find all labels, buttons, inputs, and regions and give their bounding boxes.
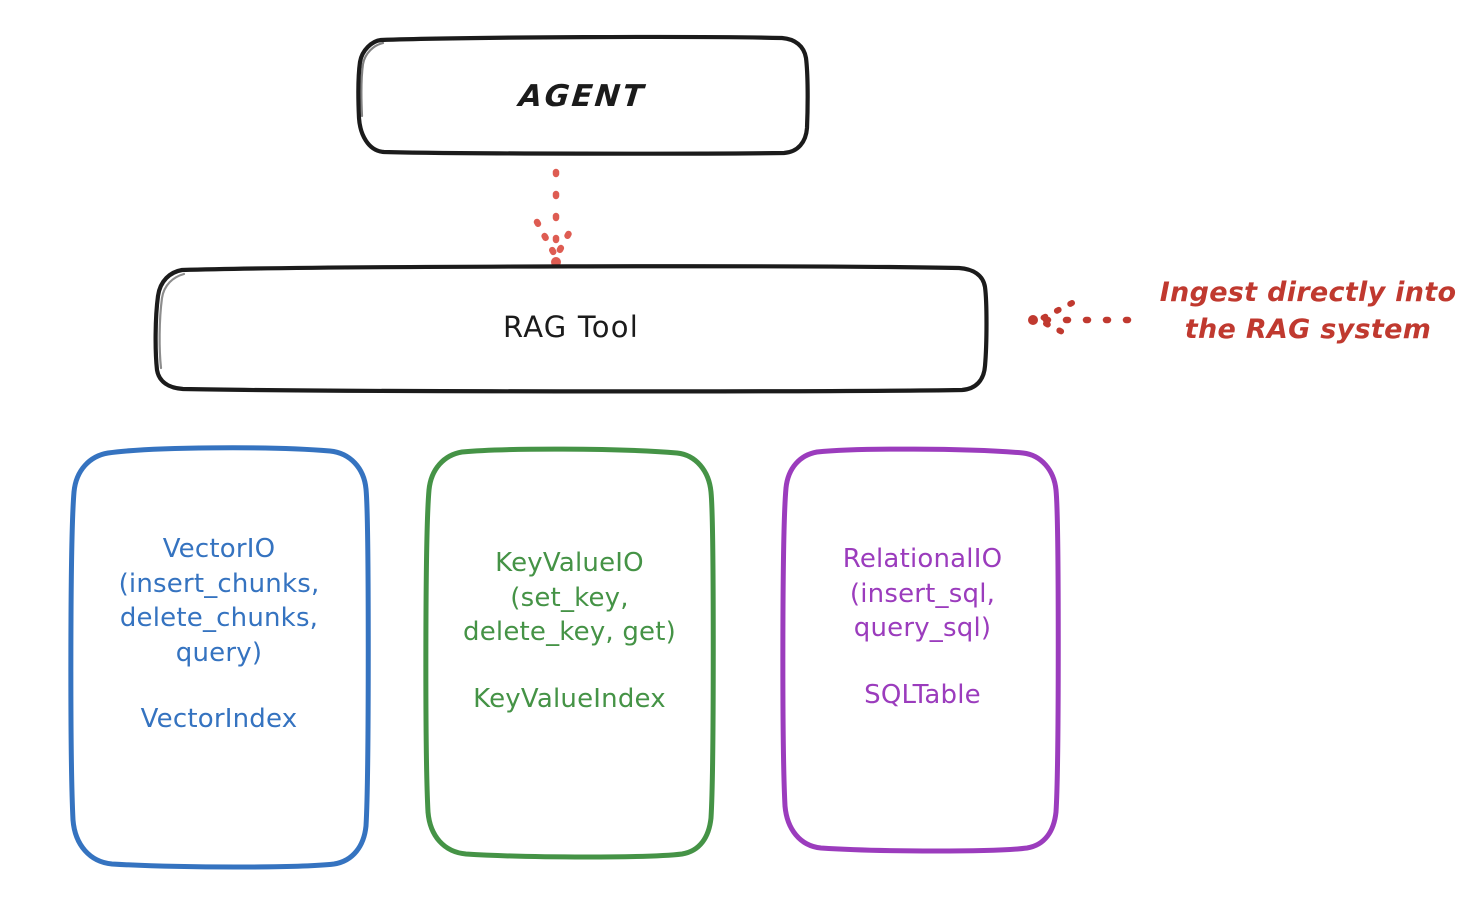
- key-value-io-box-outline: [423, 446, 716, 860]
- agent-node[interactable]: AGENT: [356, 38, 808, 154]
- agent-label: AGENT: [516, 78, 648, 114]
- agent-box-outline: [356, 34, 810, 156]
- vector-index-label: VectorIndex: [140, 704, 298, 735]
- key-value-index-label: KeyValueIndex: [473, 683, 666, 714]
- sql-table-label: SQLTable: [864, 679, 981, 710]
- relational-io-node[interactable]: RelationalIO (insert_sql, query_sql) SQL…: [785, 450, 1060, 850]
- key-value-io-methods-label: KeyValueIO (set_key, delete_key, get): [463, 548, 676, 648]
- relational-io-box-outline: [780, 446, 1061, 854]
- vector-io-box-outline: [68, 445, 371, 870]
- ragtool-box-outline: [153, 264, 989, 394]
- ingest-annotation-text: Ingest directly into the RAG system: [1159, 277, 1457, 345]
- vector-io-methods-label: VectorIO (insert_chunks, delete_chunks, …: [118, 534, 320, 668]
- key-value-io-node[interactable]: KeyValueIO (set_key, delete_key, get) Ke…: [428, 450, 711, 856]
- rag-tool-node[interactable]: RAG Tool: [156, 268, 986, 386]
- ingest-annotation-arrow: [1028, 300, 1132, 340]
- vector-io-node[interactable]: VectorIO (insert_chunks, delete_chunks, …: [72, 450, 366, 866]
- agent-to-ragtool-arrow: [533, 168, 579, 267]
- rag-tool-label: RAG Tool: [503, 310, 639, 344]
- relational-io-methods-label: RelationalIO (insert_sql, query_sql): [842, 544, 1003, 644]
